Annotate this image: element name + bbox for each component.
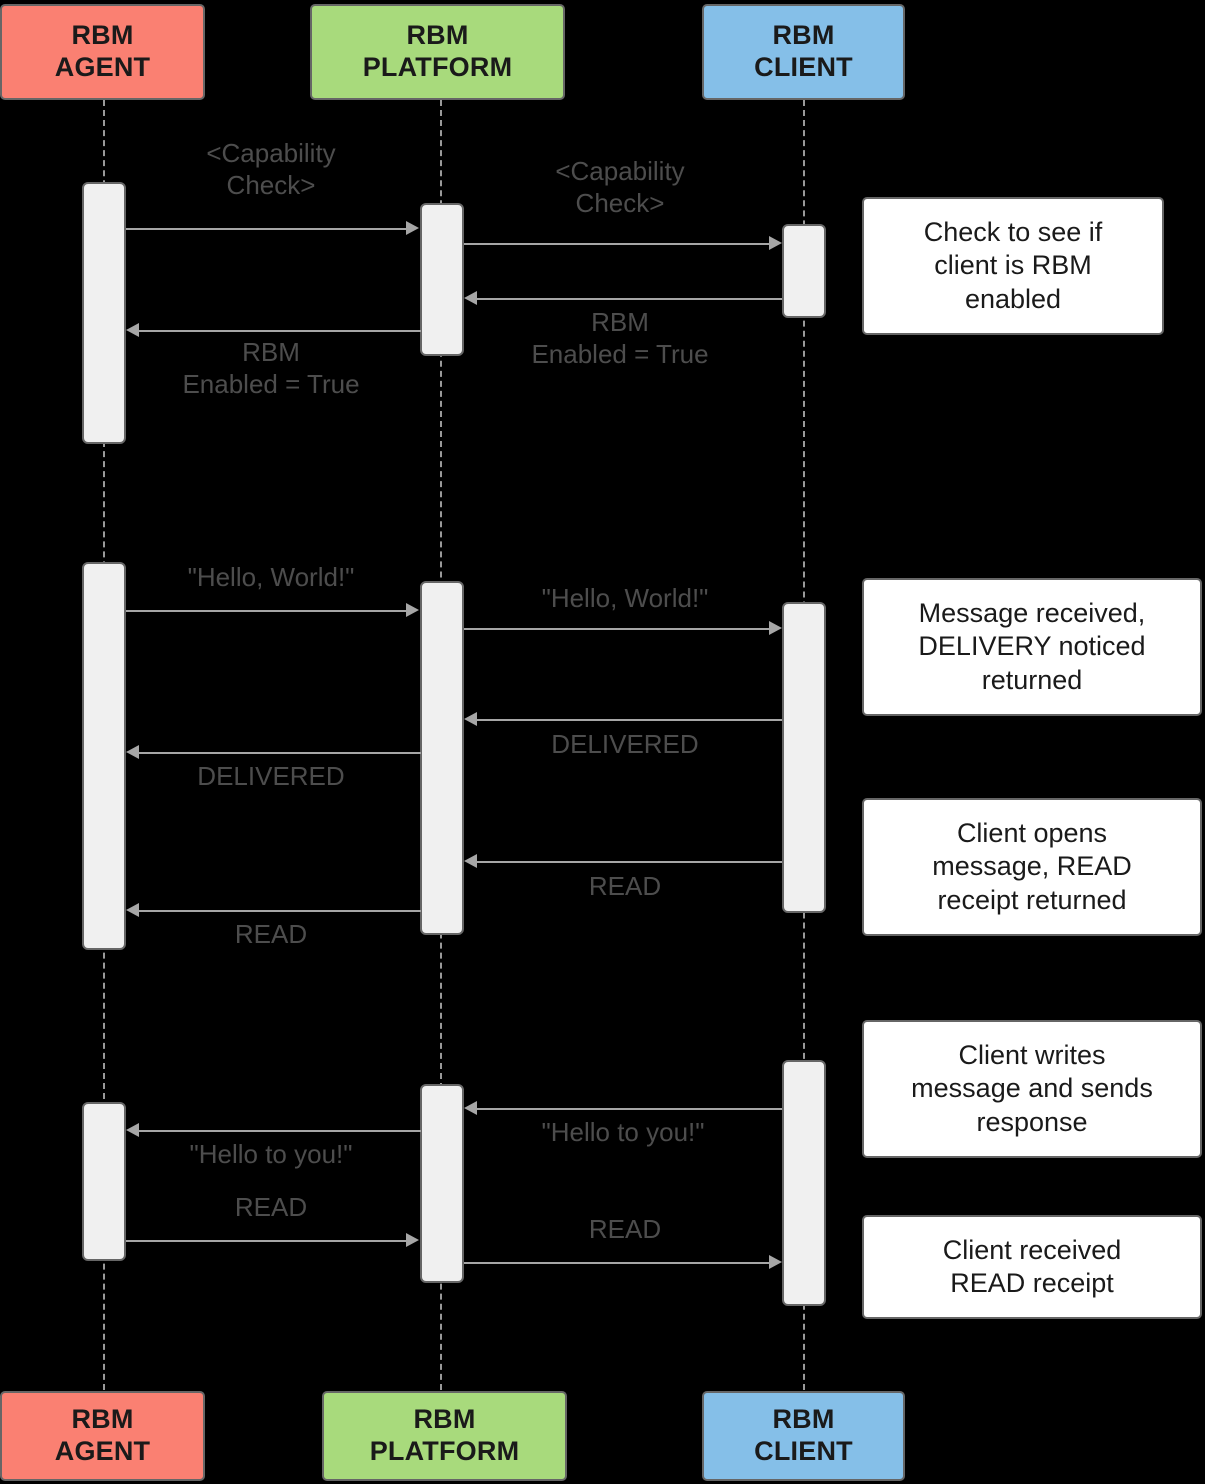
message-arrowhead-m12 [126,1123,139,1137]
message-line-m13 [126,1240,407,1242]
participant-header-agent-line1: RBM [71,20,134,51]
participant-header-platform[interactable]: RBM PLATFORM [310,4,565,100]
message-label-m3: RBM Enabled = True [531,307,709,369]
message-arrowhead-m14 [769,1255,782,1269]
message-line-m4 [139,330,421,332]
message-line-m10 [139,910,421,912]
message-line-m2 [464,243,770,245]
message-line-m14 [464,1262,770,1264]
message-label-m8: DELIVERED [197,761,345,791]
message-line-m5 [126,610,407,612]
message-arrowhead-m2 [769,236,782,250]
message-label-m2: <Capability Check> [555,156,685,218]
message-arrowhead-m6 [769,621,782,635]
note-client-writes-message: Client writes message and sends response [862,1020,1202,1158]
note-message-received: Message received, DELIVERY noticed retur… [862,578,1202,716]
participant-footer-platform-line2: PLATFORM [369,1436,520,1466]
message-label-m14: READ [588,1214,662,1244]
message-arrowhead-m13 [406,1233,419,1247]
participant-footer-platform-line1: RBM [413,1404,476,1435]
message-arrowhead-m1 [406,221,419,235]
activation-agent-3[interactable] [82,1102,126,1261]
participant-footer-agent[interactable]: RBM AGENT [0,1391,205,1481]
message-line-m9 [477,861,782,863]
participant-footer-agent-line1: RBM [71,1404,134,1435]
participant-header-client-line1: RBM [772,20,835,51]
message-arrowhead-m7 [464,712,477,726]
message-label-m1: <Capability Check> [206,138,336,200]
message-line-m1 [126,228,407,230]
activation-client-1[interactable] [782,224,826,318]
message-label-m12: "Hello to you!" [189,1139,353,1169]
message-arrowhead-m10 [126,903,139,917]
participant-footer-client-line1: RBM [772,1404,835,1435]
message-label-m9: READ [588,871,662,901]
message-label-m6: "Hello, World!" [541,583,709,613]
participant-footer-client-line2: CLIENT [754,1436,853,1466]
participant-header-agent-line2: AGENT [54,52,151,82]
message-line-m11 [477,1108,782,1110]
message-line-m7 [477,719,782,721]
message-label-m11: "Hello to you!" [541,1117,705,1147]
activation-platform-3[interactable] [420,1084,464,1283]
activation-client-2[interactable] [782,602,826,913]
message-label-m13: READ [234,1192,308,1222]
message-line-m3 [477,298,782,300]
participant-footer-agent-line2: AGENT [54,1436,151,1466]
message-line-m12 [139,1130,421,1132]
activation-client-3[interactable] [782,1060,826,1306]
message-label-m7: DELIVERED [551,729,699,759]
activation-agent-2[interactable] [82,562,126,950]
message-label-m10: READ [234,919,308,949]
activation-agent-1[interactable] [82,182,126,444]
participant-header-platform-line2: PLATFORM [362,52,513,82]
message-line-m8 [139,752,421,754]
message-arrowhead-m4 [126,323,139,337]
participant-footer-client[interactable]: RBM CLIENT [702,1391,905,1481]
participant-header-client[interactable]: RBM CLIENT [702,4,905,100]
note-capability-check: Check to see if client is RBM enabled [862,197,1164,335]
message-arrowhead-m3 [464,291,477,305]
message-line-m6 [464,628,770,630]
participant-header-client-line2: CLIENT [754,52,853,82]
participant-footer-platform[interactable]: RBM PLATFORM [322,1391,567,1481]
message-arrowhead-m8 [126,745,139,759]
activation-platform-1[interactable] [420,203,464,356]
message-arrowhead-m5 [406,603,419,617]
activation-platform-2[interactable] [420,581,464,935]
message-label-m4: RBM Enabled = True [182,337,360,399]
participant-header-platform-line1: RBM [406,20,469,51]
note-client-received-read: Client received READ receipt [862,1215,1202,1319]
note-client-opens-message: Client opens message, READ receipt retur… [862,798,1202,936]
message-arrowhead-m11 [464,1101,477,1115]
message-label-m5: "Hello, World!" [187,562,355,592]
message-arrowhead-m9 [464,854,477,868]
participant-header-agent[interactable]: RBM AGENT [0,4,205,100]
